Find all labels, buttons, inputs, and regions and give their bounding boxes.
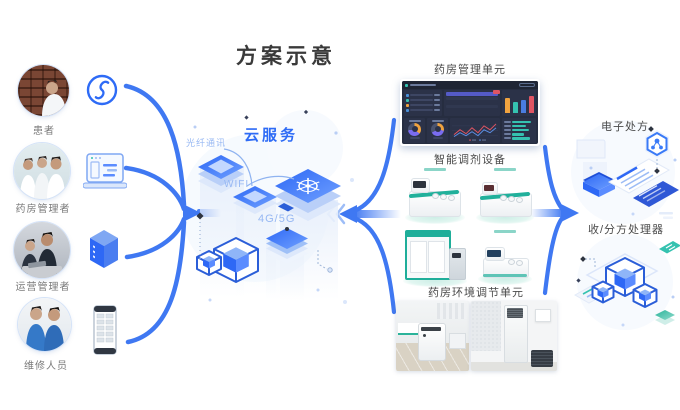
dark-equipment: [531, 350, 553, 367]
donut-panel-1: [404, 117, 425, 143]
teal-chip: [659, 241, 680, 254]
terminal-cabinet-icon: [93, 305, 117, 355]
user-label-operations-manager: 运营管理者: [15, 282, 71, 293]
helm-wheel-icon: [296, 177, 320, 195]
machine-model-label: [494, 168, 516, 171]
prescription-illustration: [576, 130, 679, 219]
dashboard-row-bottom: [402, 117, 538, 145]
ledger-icon: [90, 226, 118, 268]
person-silhouette: [26, 306, 64, 351]
machine-cabinet: [400, 226, 470, 288]
cloud-link-wifi: WIFI: [224, 179, 250, 190]
unit-title-management: 药房管理单元: [434, 64, 506, 76]
air-purifier: [418, 323, 446, 361]
dashboard-header: [402, 81, 538, 89]
stats-panel: [404, 90, 442, 116]
output-title-prescription: 电子处方: [601, 121, 649, 133]
green-list-panel: [502, 117, 536, 143]
platform-fiber: [198, 155, 244, 193]
dashboard-title-bar: [410, 84, 436, 86]
cloud-cubes: [196, 237, 259, 283]
user-photo-maintenance: [18, 298, 71, 351]
dashboard-button: [519, 83, 535, 87]
dashboard-screenshot: [400, 79, 540, 146]
ac-cabinet: [504, 305, 528, 363]
user-photo-pharmacy-manager: [14, 143, 70, 199]
processor-illustration: [573, 241, 680, 327]
platform-cellular: [266, 227, 308, 264]
person-silhouette: [42, 80, 66, 116]
output-title-processor: 收/分方处理器: [587, 224, 665, 236]
machine-model-label: [494, 230, 516, 233]
machine-benchtop-c: [470, 226, 540, 288]
units-to-outputs-arrow: [530, 144, 579, 296]
environment-photo-ac: [471, 301, 557, 371]
machine-benchtop-a: [400, 164, 470, 226]
prescription-sheet: [607, 158, 671, 194]
line-chart: [452, 123, 498, 141]
platform-helm: [275, 169, 341, 221]
web-console-icon: [83, 153, 127, 189]
folder-icon: [583, 172, 615, 197]
wall-controller: [535, 309, 551, 322]
environment-photo-purifier: [396, 301, 469, 371]
unit-title-dispensing: 智能调剂设备: [434, 154, 506, 166]
table-panel: [444, 90, 500, 116]
molecule-hexagon-icon: [645, 130, 669, 158]
machine-benchtop-b: [470, 164, 540, 226]
cloud-connectors: [196, 148, 333, 273]
unit-title-environment: 药房环境调节单元: [428, 287, 524, 299]
platform-wifi: [233, 186, 277, 214]
machine-model-label: [424, 168, 446, 171]
dashboard-body: [402, 81, 538, 144]
cloud-title: 云服务: [244, 127, 299, 144]
dispensing-machines-grid: [400, 164, 540, 288]
user-label-patient: 患者: [33, 126, 55, 137]
person-silhouette: [20, 156, 65, 199]
units-to-cloud-arrow: [326, 117, 401, 315]
processor-cubes: [591, 257, 658, 308]
dashboard-row-top: [402, 89, 538, 117]
cloud-link-fiber: 光纤通讯: [186, 138, 227, 148]
dashboard-logo-icon: [405, 83, 408, 87]
person-silhouette: [21, 232, 62, 278]
miniprogram-icon: [86, 74, 118, 106]
user-photo-patient: [18, 65, 69, 116]
page-title: 方案示意: [236, 45, 336, 68]
line-chart-panel: [450, 117, 500, 143]
user-photo-operations-manager: [14, 222, 70, 278]
bar-chart-panel: [502, 90, 536, 116]
cloud-illustration: [193, 109, 354, 304]
cloud-link-cellular: 4G/5G: [258, 213, 296, 225]
user-label-pharmacy-manager: 药房管理者: [15, 204, 71, 215]
prescription-card-dark: [633, 181, 679, 207]
user-label-maintenance: 维修人员: [24, 361, 68, 372]
donut-panel-2: [427, 117, 448, 143]
teal-stack: [655, 310, 675, 325]
